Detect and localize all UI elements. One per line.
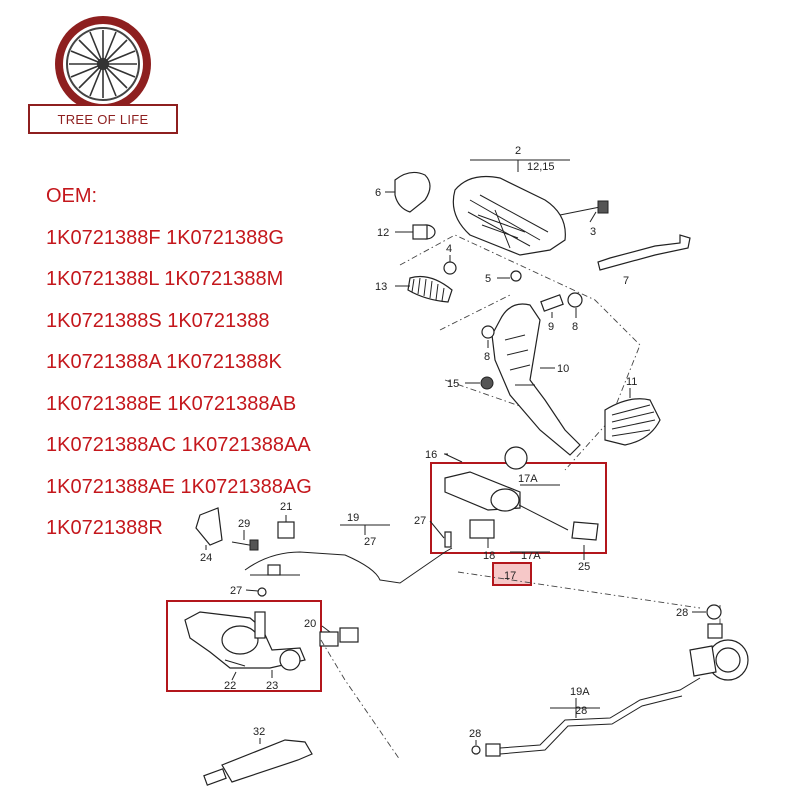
oem-line: 1K0721388S 1K0721388 <box>46 309 270 332</box>
callout-19a: 19A <box>570 686 590 698</box>
part-6-bushing-ring <box>394 171 431 213</box>
callout-21: 21 <box>280 501 292 513</box>
part-27-clip <box>257 587 267 597</box>
callout-13: 13 <box>375 281 387 293</box>
part-4-nut <box>443 261 457 275</box>
oem-line: 1K0721388F 1K0721388G <box>46 226 284 249</box>
callout-20: 20 <box>304 618 316 630</box>
callout-3: 3 <box>590 226 596 238</box>
callout-28: 28 <box>575 705 587 717</box>
part-32-grease-tube <box>203 739 313 786</box>
part-9-pin <box>540 294 564 312</box>
callout-19: 19 <box>347 512 359 524</box>
callout-28: 28 <box>676 607 688 619</box>
part-19a-hydraulic-line <box>499 677 701 749</box>
part-28-fitting <box>471 743 501 757</box>
callout-2: 2 <box>515 145 521 157</box>
part-13-spring <box>407 275 453 303</box>
part-20-fitting <box>319 627 359 647</box>
part-27-connector <box>267 564 281 576</box>
callout-23: 23 <box>266 680 278 692</box>
part-3-bolt <box>559 200 609 216</box>
callout-4: 4 <box>446 243 452 255</box>
part-12-sleeve <box>412 224 436 240</box>
callout-8: 8 <box>484 351 490 363</box>
callout-7: 7 <box>623 275 629 287</box>
part-15-buffer <box>480 376 494 390</box>
part-17-label-box <box>492 562 532 586</box>
callout-8: 8 <box>572 321 578 333</box>
release-bearing <box>689 623 749 681</box>
part-21-clip <box>277 521 295 539</box>
callout-18: 18 <box>483 550 495 562</box>
callout-28: 28 <box>469 728 481 740</box>
oem-line: 1K0721388E 1K0721388AB <box>46 392 297 415</box>
callout-15: 15 <box>447 378 459 390</box>
part-17-master-cylinder <box>444 446 599 548</box>
callout-25: 25 <box>578 561 590 573</box>
brand-logo: TREE OF LIFE <box>28 12 178 152</box>
part-28-o-ring <box>706 604 722 620</box>
part-24-bracket <box>195 507 223 546</box>
callout-10: 10 <box>557 363 569 375</box>
oem-line: 1K0721388R <box>46 517 163 539</box>
assembly-outline <box>399 234 641 471</box>
part-10-clutch-pedal <box>481 303 581 456</box>
callout-27: 27 <box>364 536 376 548</box>
assembly-outline <box>457 571 701 609</box>
oem-line: 1K0721388L 1K0721388M <box>46 268 284 290</box>
callout-6: 6 <box>375 187 381 199</box>
part-19-pressure-pipe <box>244 547 453 584</box>
part-7-bracket <box>597 234 691 271</box>
part-23-slave-cylinder <box>184 611 306 671</box>
callout-17a: 17A <box>521 550 541 562</box>
oem-line: 1K0721388AC 1K0721388AA <box>46 434 311 456</box>
callout-24: 24 <box>200 552 212 564</box>
oem-heading: OEM: <box>46 185 98 207</box>
callout-12: 12 <box>377 227 389 239</box>
assembly-outline <box>320 639 401 761</box>
part-5-nut <box>510 270 522 282</box>
pedal-bracket <box>452 175 566 256</box>
callout-32: 32 <box>253 726 265 738</box>
callout-9: 9 <box>548 321 554 333</box>
wheel-icon <box>55 16 151 112</box>
callout-16: 16 <box>425 449 437 461</box>
logo-text: TREE OF LIFE <box>28 104 178 134</box>
oem-line: 1K0721388A 1K0721388K <box>46 351 282 373</box>
callout-5: 5 <box>485 273 491 285</box>
oem-list: OEM: 1K0721388F 1K0721388G 1K0721388L 1K… <box>46 176 312 550</box>
callout-27: 27 <box>230 585 242 597</box>
callout-11: 11 <box>626 376 637 388</box>
part-29-bolt <box>231 539 259 551</box>
oem-line: 1K0721388AE 1K0721388AG <box>46 475 312 498</box>
callout-27: 27 <box>414 515 426 527</box>
part-8-bushing <box>567 292 583 308</box>
part-11-pedal-pad <box>604 398 661 446</box>
callout-17a: 17A <box>518 473 538 485</box>
callout-22: 22 <box>224 680 236 692</box>
callout-29: 29 <box>238 518 250 530</box>
leader-lines <box>205 159 706 745</box>
callout-17: 17 <box>504 570 516 582</box>
callout-12-15: 12,15 <box>527 161 555 173</box>
